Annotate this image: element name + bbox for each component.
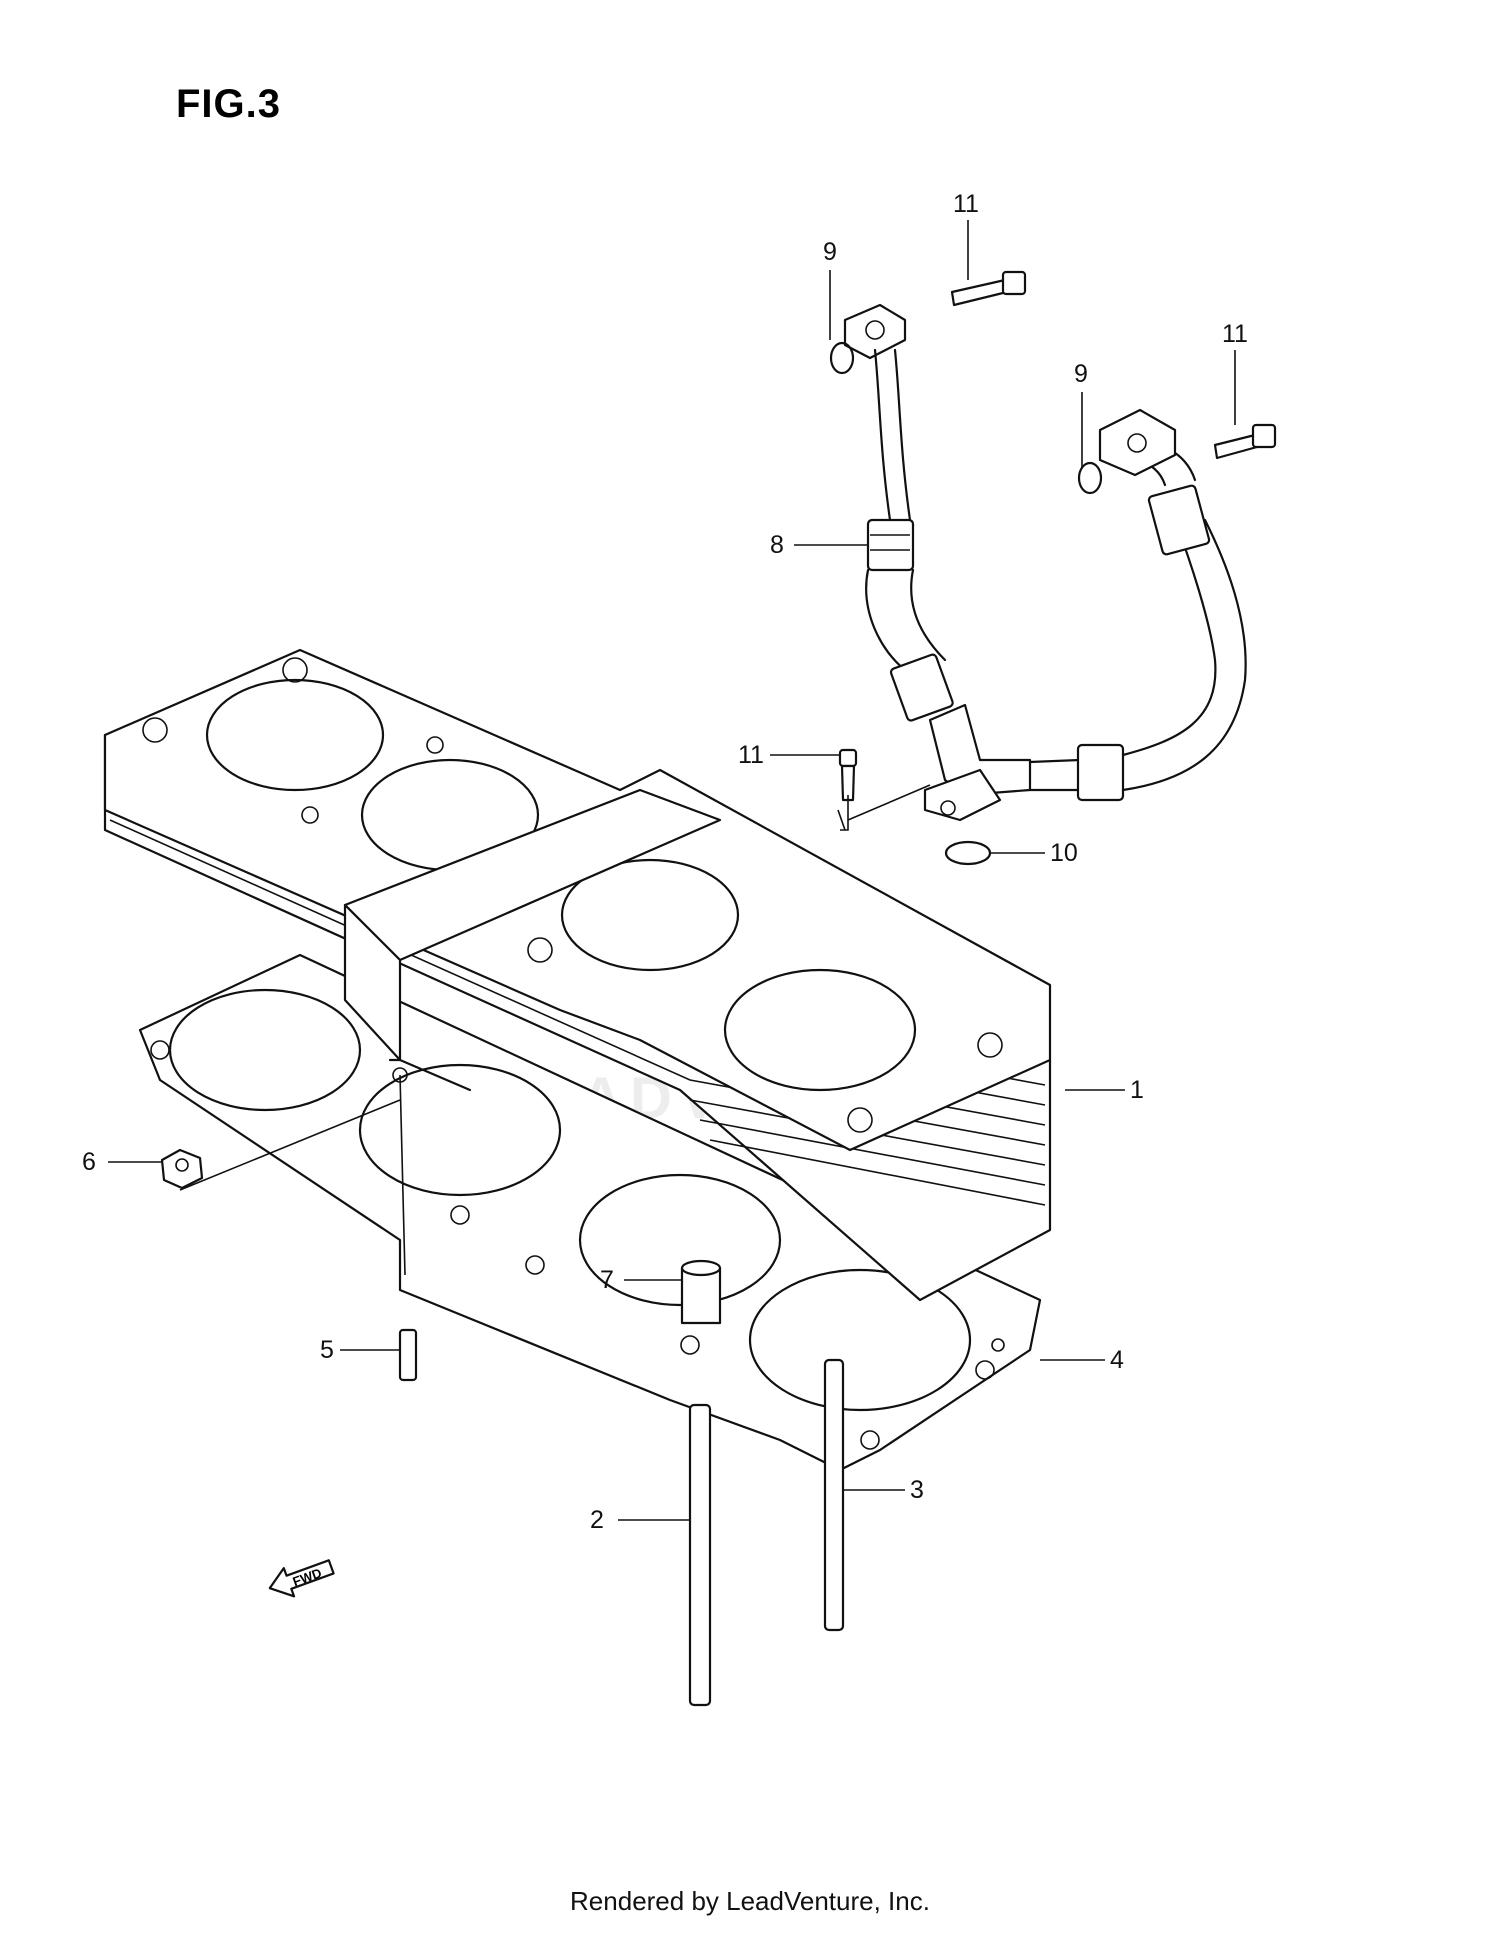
forward-arrow-icon: FWD xyxy=(268,1559,335,1598)
oil-hose-assembly xyxy=(843,303,1247,822)
cylinder-block xyxy=(103,648,1052,1302)
callout-7: 7 xyxy=(600,1266,614,1294)
o-ring-10 xyxy=(944,840,992,866)
cylinder-base-gasket xyxy=(138,953,1042,1472)
o-ring-9-left xyxy=(829,341,855,375)
stud-3 xyxy=(823,1358,845,1632)
bolt-11-elbow xyxy=(838,748,858,802)
callout-2: 2 xyxy=(590,1506,604,1534)
fwd-label: FWD xyxy=(291,1565,324,1589)
callout-6: 6 xyxy=(82,1148,96,1176)
callout-5: 5 xyxy=(320,1336,334,1364)
callout-8: 8 xyxy=(770,531,784,559)
callout-3: 3 xyxy=(910,1476,924,1504)
leader-lines xyxy=(108,220,1236,1521)
callout-1: 1 xyxy=(1130,1076,1144,1104)
stud-5 xyxy=(398,1328,418,1382)
o-ring-9-right xyxy=(1077,461,1103,495)
callout-11-elbow: 11 xyxy=(738,741,764,769)
nut-6 xyxy=(160,1148,204,1190)
union-bolt-11-top xyxy=(950,270,1027,307)
union-bolt-11-right xyxy=(1213,423,1277,460)
callout-11-right: 11 xyxy=(1222,320,1248,348)
callout-9-left: 9 xyxy=(823,238,837,266)
callout-9-right: 9 xyxy=(1074,360,1088,388)
footer-credit: Rendered by LeadVenture, Inc. xyxy=(570,1886,930,1916)
dowel-pin-7 xyxy=(680,1259,722,1325)
stud-2 xyxy=(688,1403,712,1707)
callout-10: 10 xyxy=(1050,839,1078,867)
callout-4: 4 xyxy=(1110,1346,1124,1374)
callout-11-top: 11 xyxy=(953,190,979,218)
figure-title: FIG.3 xyxy=(176,82,282,126)
